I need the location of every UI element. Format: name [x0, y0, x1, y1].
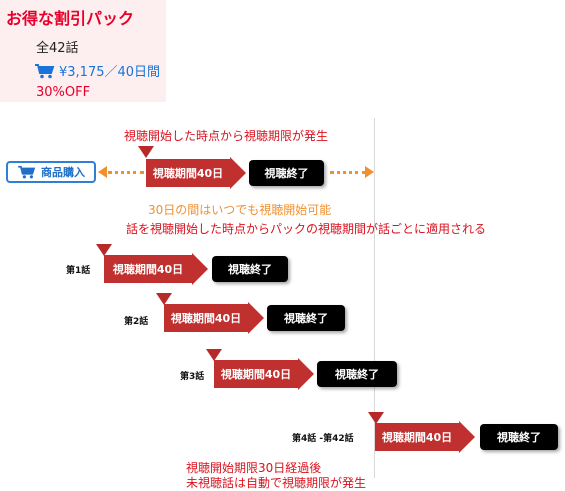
end-box: 視聴終了	[212, 256, 288, 282]
mid-note: 話を視聴開始した時点からパックの視聴期間が話ごとに適用される	[126, 222, 487, 236]
end-box: 視聴終了	[249, 160, 324, 186]
pack-info-box	[0, 0, 166, 102]
episode-label: 第4話 -第42話	[292, 434, 354, 444]
episode-label: 第1話	[66, 266, 91, 276]
purchase-button-label: 商品購入	[41, 166, 85, 179]
start-marker	[368, 412, 384, 424]
pack-discount: 30%OFF	[36, 85, 91, 100]
start-marker	[206, 349, 222, 361]
top-note: 視聴開始した時点から視聴期限が発生	[124, 129, 329, 143]
period-arrow: 視聴期間40日	[146, 157, 246, 189]
end-box: 視聴終了	[317, 361, 397, 387]
pack-episode-count: 全42話	[36, 41, 79, 56]
period-arrow: 視聴期間40日	[375, 421, 475, 453]
purchase-button[interactable]: 商品購入	[6, 161, 96, 183]
bottom-note-line-1: 視聴開始期限30日経過後	[186, 461, 322, 475]
cart-icon	[35, 63, 55, 78]
start-marker	[156, 293, 172, 305]
pack-title: お得な割引パック	[6, 9, 135, 28]
pack-price: ¥3,175／40日間	[34, 61, 160, 80]
period-arrow-label: 視聴期間40日	[146, 159, 230, 187]
period-arrow: 視聴期間40日	[214, 358, 314, 390]
period-arrow-label: 視聴期間40日	[104, 255, 192, 283]
episode-label: 第2話	[124, 317, 149, 327]
orange-dotted-line	[108, 171, 144, 174]
start-marker	[96, 244, 112, 256]
episode-label: 第3話	[180, 372, 205, 382]
orange-arrowhead-right	[365, 166, 374, 178]
bottom-note-line-2: 未視聴話は自動で視聴期限が発生	[186, 476, 367, 490]
period-arrow: 視聴期間40日	[164, 302, 264, 334]
end-box: 視聴終了	[267, 305, 345, 331]
orange-dotted-line	[330, 171, 366, 174]
pack-price-text: ¥3,175／40日間	[59, 65, 161, 80]
period-arrow-label: 視聴期間40日	[164, 304, 248, 332]
deadline-line	[374, 118, 375, 478]
period-arrow: 視聴期間40日	[104, 253, 208, 285]
orange-note: 30日の間はいつでも視聴開始可能	[148, 203, 332, 217]
end-box: 視聴終了	[480, 424, 558, 450]
cart-icon	[18, 165, 36, 179]
start-marker	[138, 146, 154, 158]
period-arrow-label: 視聴期間40日	[214, 360, 298, 388]
period-arrow-label: 視聴期間40日	[375, 423, 459, 451]
orange-arrowhead-left	[98, 166, 107, 178]
